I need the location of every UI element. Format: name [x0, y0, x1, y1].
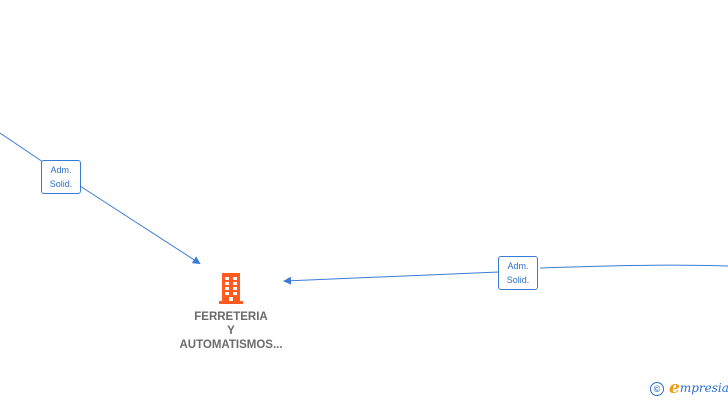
company-name-line: Y	[227, 325, 235, 337]
edge-label-line2: Solid.	[49, 179, 73, 189]
company-node[interactable]: FERRETERIA Y AUTOMATISMOS...	[165, 270, 297, 352]
edge-line-1a	[0, 132, 44, 163]
copyright-icon: ©	[650, 381, 664, 396]
edge-label-line1: Adm.	[507, 261, 529, 271]
empresia-brand[interactable]: © e mpresia	[650, 380, 728, 397]
company-name-line: FERRETERIA	[194, 311, 268, 323]
company-name[interactable]: FERRETERIA Y AUTOMATISMOS...	[165, 310, 297, 352]
building-icon	[219, 273, 243, 304]
brand-initial: e	[669, 378, 680, 398]
edge-label-adm-solid[interactable]: Adm. Solid.	[41, 160, 81, 194]
edge-line-2b	[283, 271, 500, 285]
edge-line-2a	[539, 264, 728, 269]
company-name-line: AUTOMATISMOS...	[179, 339, 283, 351]
edge-label-adm-solid[interactable]: Adm. Solid.	[498, 256, 538, 290]
edge-line-1b	[79, 185, 201, 265]
edge-label-line1: Adm.	[50, 165, 72, 175]
brand-name: mpresia	[679, 381, 728, 395]
edge-label-line2: Solid.	[506, 275, 530, 285]
